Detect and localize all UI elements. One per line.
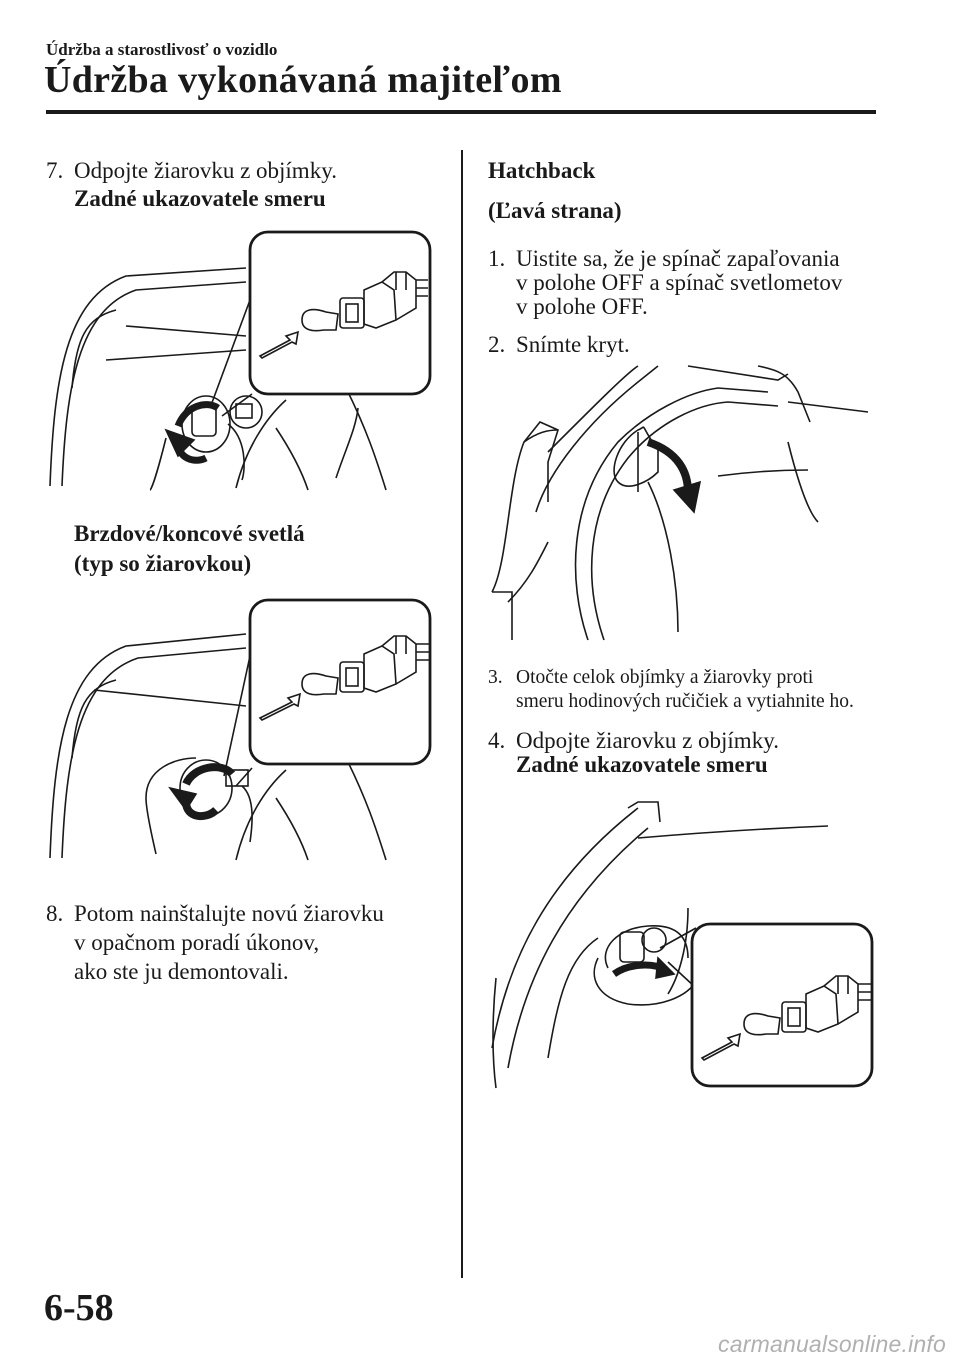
step-3-line2: smeru hodinových ručičiek a vytiahnite h… xyxy=(516,691,854,712)
step-8-line3: ako ste ju demontovali. xyxy=(74,959,289,984)
step-1: 1. Uistite sa, že je spínač zapaľovania xyxy=(488,244,840,274)
title-rule xyxy=(46,110,876,114)
step-number: 7. xyxy=(46,158,64,183)
sub-heading-turn-signals: Zadné ukazovatele smeru xyxy=(74,186,326,211)
watermark: carmanualsonline.info xyxy=(718,1331,946,1357)
step-1-line3: v polohe OFF. xyxy=(516,294,648,319)
sub-heading-bulb-type: (typ so žiarovkou) xyxy=(74,551,252,576)
sub-heading-turn-signals-hatchback: Zadné ukazovatele smeru xyxy=(516,752,768,777)
step-text: Odpojte žiarovku z objímky. xyxy=(74,158,337,183)
column-divider xyxy=(461,150,463,1278)
page-number: 6-58 xyxy=(44,1287,114,1329)
step-text-line1: Otočte celok objímky a žiarovky proti xyxy=(516,667,814,688)
step-text-line1: Uistite sa, že je spínač zapaľovania xyxy=(516,246,840,271)
heading-hatchback: Hatchback xyxy=(488,158,596,183)
step-text: Odpojte žiarovku z objímky. xyxy=(516,728,779,753)
step-2: 2. Snímte kryt. xyxy=(488,330,630,360)
heading-left-side: (Ľavá strana) xyxy=(488,198,622,223)
turn-signal-bulb-illustration xyxy=(49,230,432,491)
step-7: 7. Odpojte žiarovku z objímky. xyxy=(46,156,337,186)
sub-heading-brake-lights: Brzdové/koncové svetlá xyxy=(74,521,305,546)
step-8-line2: v opačnom poradí úkonov, xyxy=(74,930,320,955)
step-text: Snímte kryt. xyxy=(516,332,630,357)
step-text-line1: Potom nainštalujte novú žiarovku xyxy=(74,901,384,926)
step-number: 2. xyxy=(488,332,506,357)
step-number: 8. xyxy=(46,901,64,926)
section-label: Údržba a starostlivosť o vozidlo xyxy=(46,40,278,59)
step-number: 4. xyxy=(488,728,506,753)
step-8: 8. Potom nainštalujte novú žiarovku xyxy=(46,899,384,929)
hatchback-turn-signal-illustration xyxy=(491,801,874,1089)
step-4: 4. Odpojte žiarovku z objímky. xyxy=(488,726,779,756)
step-1-line2: v polohe OFF a spínač svetlometov xyxy=(516,270,843,295)
page-title: Údržba vykonávaná majiteľom xyxy=(44,59,562,101)
step-3: 3. Otočte celok objímky a žiarovky proti xyxy=(488,664,813,692)
step-number: 1. xyxy=(488,246,506,271)
brake-light-bulb-illustration xyxy=(49,598,432,861)
cover-removal-illustration xyxy=(491,365,869,641)
step-number: 3. xyxy=(488,667,503,688)
